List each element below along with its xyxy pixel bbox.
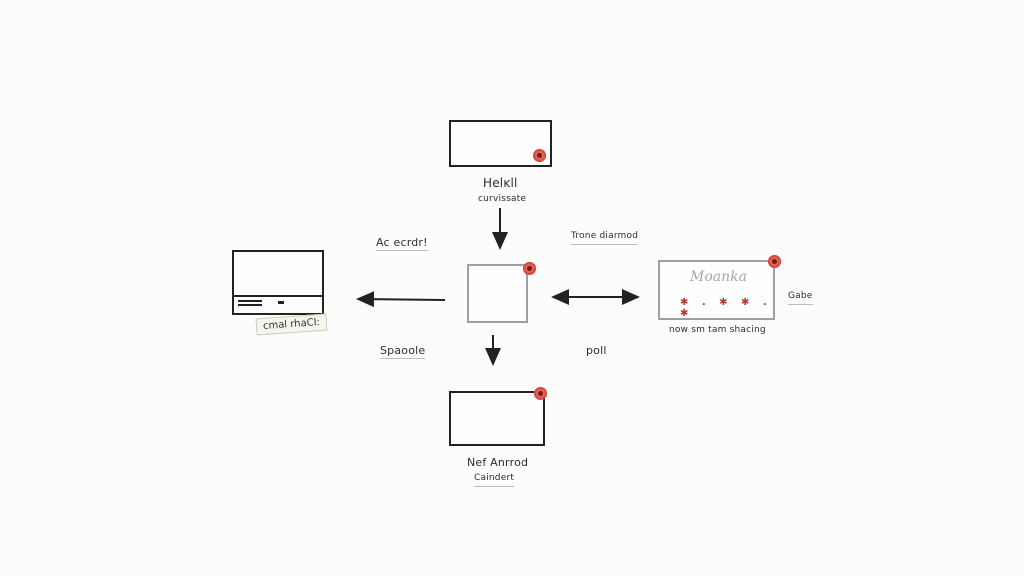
top-node-title: Helĸll [483, 176, 518, 190]
left-node-footer [234, 295, 322, 313]
right-node-caption: now sm tam shacing [669, 325, 766, 335]
top-node-box[interactable] [449, 120, 552, 167]
right-node-box[interactable]: Moanka ✱ . ✱ ✱ . ✱ [658, 255, 781, 320]
left-node-box[interactable] [232, 250, 324, 315]
status-badge-icon [533, 149, 546, 162]
right-node-inner-text: Moanka [690, 269, 747, 285]
right-node-marks: ✱ . ✱ ✱ . ✱ [680, 297, 772, 319]
arrow-center-to-left [356, 291, 446, 308]
bottom-node-title: Nef Anrrod [467, 456, 529, 469]
bottom-node-box[interactable] [449, 387, 547, 446]
edge-label-center-right: Trone diarmod [571, 230, 639, 245]
edge-label-lower-right: poll [586, 344, 607, 357]
status-badge-icon [768, 255, 781, 268]
status-badge-icon [523, 262, 536, 275]
edge-label-lower-left: Spaoole [380, 344, 426, 359]
top-node-subtitle: curvissate [478, 194, 527, 204]
edge-label-center-left: Ac ecrdr! [376, 236, 428, 251]
center-node-box[interactable] [467, 262, 536, 323]
status-badge-icon [534, 387, 547, 400]
right-node-side-label: Gabe [788, 290, 813, 305]
bottom-node-subtitle: Caindert [474, 472, 515, 487]
